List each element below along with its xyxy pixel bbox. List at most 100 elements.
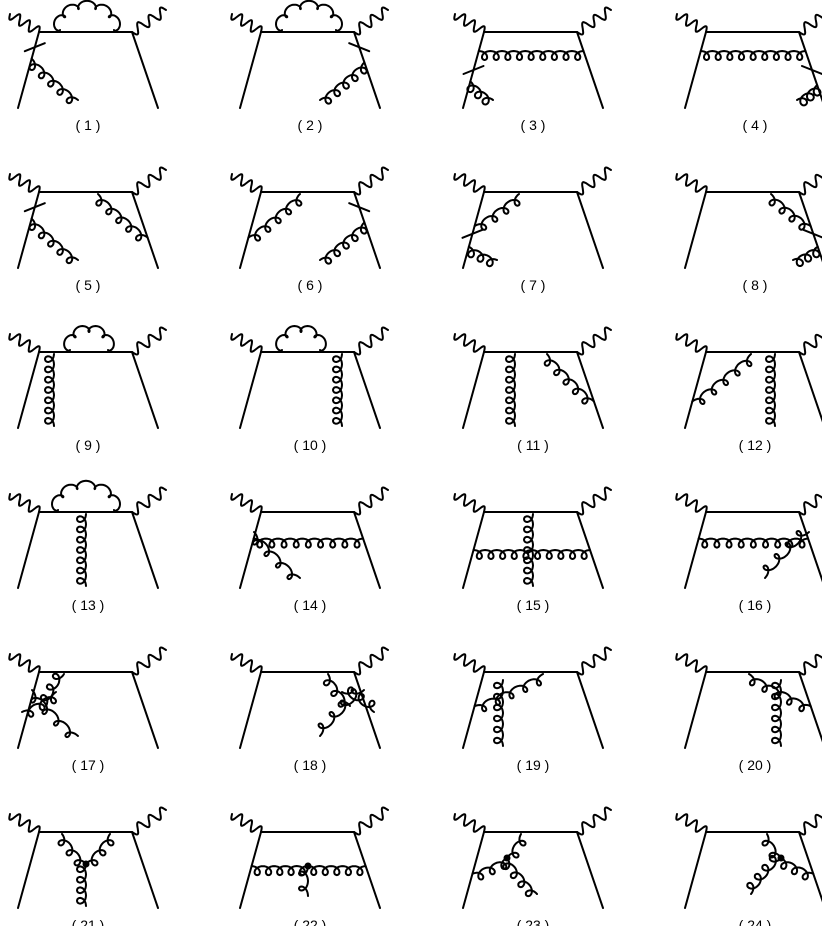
feynman-diagram: ( 20 ) [675, 653, 822, 773]
feynman-diagram: ( 19 ) [453, 646, 612, 773]
quark-line-right [131, 831, 159, 909]
photon-line-left [675, 653, 708, 673]
quark-line-right [798, 831, 822, 903]
photon-line-right [131, 326, 167, 356]
photon-line-left [8, 333, 41, 353]
quark-line-left [17, 31, 40, 109]
gluon-line [768, 193, 812, 231]
diagram-label: ( 2 ) [298, 117, 323, 133]
photon-line-left [675, 333, 708, 353]
quark-line-left [684, 191, 707, 269]
quark-line-right [353, 831, 381, 909]
gluon-line [523, 513, 534, 587]
photon-line-right [353, 6, 389, 36]
gluon-line [298, 865, 309, 897]
quark-line-right [576, 351, 604, 429]
diagram-label: ( 8 ) [743, 277, 768, 293]
diagram-label: ( 10 ) [294, 437, 327, 453]
gluon-line [322, 673, 351, 708]
gluon-line [792, 245, 821, 267]
feynman-diagram: ( 14 ) [230, 486, 389, 613]
vertex-dot [777, 854, 785, 862]
photon-line-left [8, 493, 41, 513]
photon-line-right [131, 806, 167, 836]
quark-line-right [576, 191, 604, 269]
diagram-label: ( 5 ) [76, 277, 101, 293]
photon-line-left [230, 653, 263, 673]
quark-line-left [239, 831, 262, 909]
gluon-line [251, 531, 301, 581]
quark-line-right [798, 351, 822, 423]
quark-line-left [17, 511, 40, 589]
quark-line-left [684, 671, 707, 749]
gluon-line [252, 537, 365, 549]
gluon-line [466, 80, 494, 106]
photon-line-right [353, 806, 389, 836]
feynman-diagram: ( 12 ) [675, 333, 822, 453]
vertex-dot [82, 860, 90, 868]
photon-line-right [798, 493, 822, 516]
diagram-label: ( 12 ) [739, 437, 772, 453]
photon-line-right [576, 326, 612, 356]
feynman-diagram: ( 21 ) [8, 806, 167, 926]
gluon-line [39, 672, 65, 707]
photon-line-right [798, 653, 822, 676]
gluon-line [319, 221, 368, 265]
quark-line-left [239, 191, 262, 269]
photon-line-left [230, 493, 263, 513]
diagram-label: ( 1 ) [76, 117, 101, 133]
gluon-line [28, 217, 79, 265]
photon-line-left [453, 173, 486, 193]
photon-line-right [576, 486, 612, 516]
quark-line-left [684, 831, 707, 909]
photon-line-right [353, 326, 389, 356]
photon-line-right [353, 166, 389, 196]
photon-line-left [8, 173, 41, 193]
photon-line-left [453, 653, 486, 673]
quark-line-left [239, 31, 262, 109]
photon-line-right [576, 806, 612, 836]
feynman-diagram: ( 23 ) [453, 806, 612, 926]
diagram-label: ( 11 ) [517, 437, 549, 453]
photon-line-right [798, 13, 822, 36]
cut-mark [462, 65, 485, 75]
photon-line-left [453, 333, 486, 353]
gluon-line [746, 854, 782, 895]
gluon-line [762, 530, 810, 579]
diagram-label: ( 24 ) [739, 917, 772, 926]
feynman-diagram: ( 10 ) [230, 325, 389, 453]
diagram-label: ( 17 ) [72, 757, 105, 773]
photon-line-right [131, 166, 167, 196]
gluon-line [699, 50, 807, 61]
quark-line-right [353, 351, 381, 429]
quark-line-right [131, 31, 159, 109]
gluon-line [341, 686, 376, 713]
feynman-diagram: ( 2 ) [230, 0, 389, 133]
cut-mark [461, 228, 484, 239]
gluon-line [307, 865, 367, 877]
photon-line-right [131, 6, 167, 36]
feynman-diagram: ( 24 ) [675, 813, 822, 926]
gluon-line [796, 84, 822, 107]
quark-line-left [684, 351, 707, 429]
photon-line-right [131, 486, 167, 516]
photon-line-left [675, 493, 708, 513]
gluon-line [21, 691, 57, 718]
photon-line-right [576, 646, 612, 676]
quark-line-left [462, 351, 485, 429]
gluon-line [771, 679, 782, 747]
quark-line-right [131, 671, 159, 749]
photon-line-left [230, 813, 263, 833]
gluon-line [29, 689, 79, 739]
gluon-line [76, 863, 87, 907]
vertex-dot [304, 862, 312, 870]
quark-line-right [131, 351, 159, 429]
gluon-line [57, 833, 87, 867]
gluon-line [477, 50, 585, 61]
photon-line-right [131, 646, 167, 676]
gluon-line [473, 673, 544, 713]
diagram-label: ( 21 ) [72, 917, 105, 926]
quark-line-left [17, 351, 40, 429]
quark-line-right [353, 511, 381, 589]
